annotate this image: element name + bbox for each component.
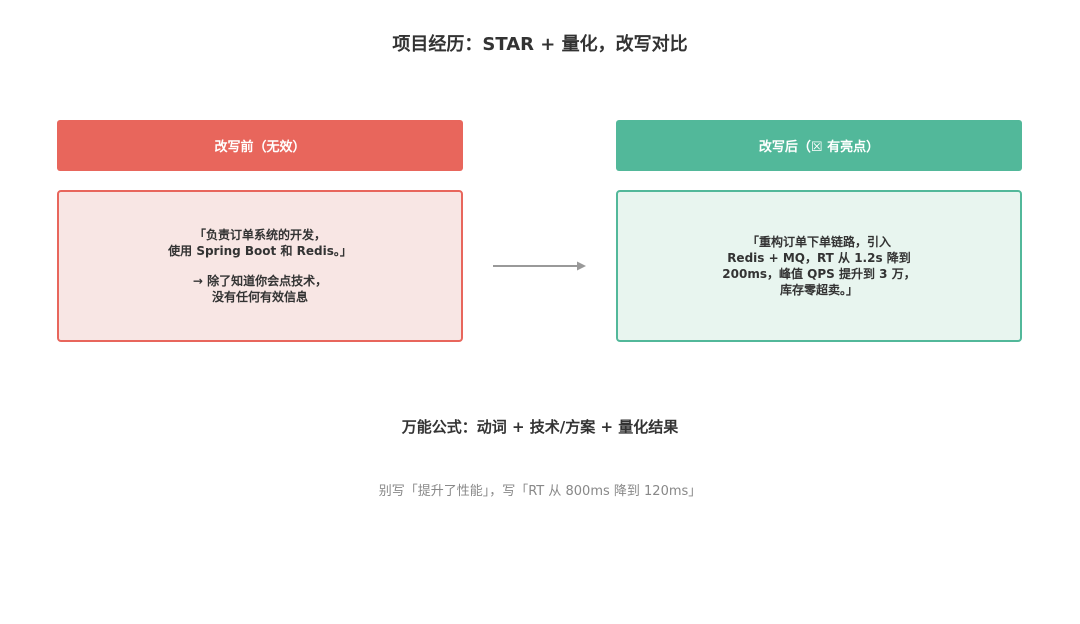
after-header-label: 改写后（☒ 有亮点） — [758, 140, 880, 155]
after-line: 「重构订单下单链路，引入 — [746, 235, 891, 249]
page-title: 项目经历：STAR + 量化，改写对比 — [392, 34, 688, 55]
after-line: 库存零超卖。」 — [779, 283, 858, 297]
before-line: 使用 Spring Boot 和 Redis。」 — [168, 244, 352, 258]
after-line: 200ms，峰值 QPS 提升到 3 万， — [722, 267, 916, 281]
after-line: Redis + MQ，RT 从 1.2s 降到 — [727, 251, 911, 265]
before-line: 「负责订单系统的开发， — [193, 228, 326, 242]
before-comment-line: 没有任何有效信息 — [211, 290, 308, 304]
after-card: 「重构订单下单链路，引入 Redis + MQ，RT 从 1.2s 降到 200… — [616, 190, 1022, 342]
formula-text: 万能公式：动词 + 技术/方案 + 量化结果 — [401, 418, 679, 436]
after-header: 改写后（☒ 有亮点） — [616, 120, 1022, 171]
before-card: 「负责订单系统的开发， 使用 Spring Boot 和 Redis。」 → 除… — [57, 190, 463, 342]
before-header-label: 改写前（无效） — [214, 140, 306, 155]
before-header: 改写前（无效） — [57, 120, 463, 171]
right-arrow-icon — [493, 261, 586, 271]
tip-text: 别写「提升了性能」，写「RT 从 800ms 降到 120ms」 — [378, 484, 702, 499]
before-comment-line: → 除了知道你会点技术， — [192, 274, 328, 288]
